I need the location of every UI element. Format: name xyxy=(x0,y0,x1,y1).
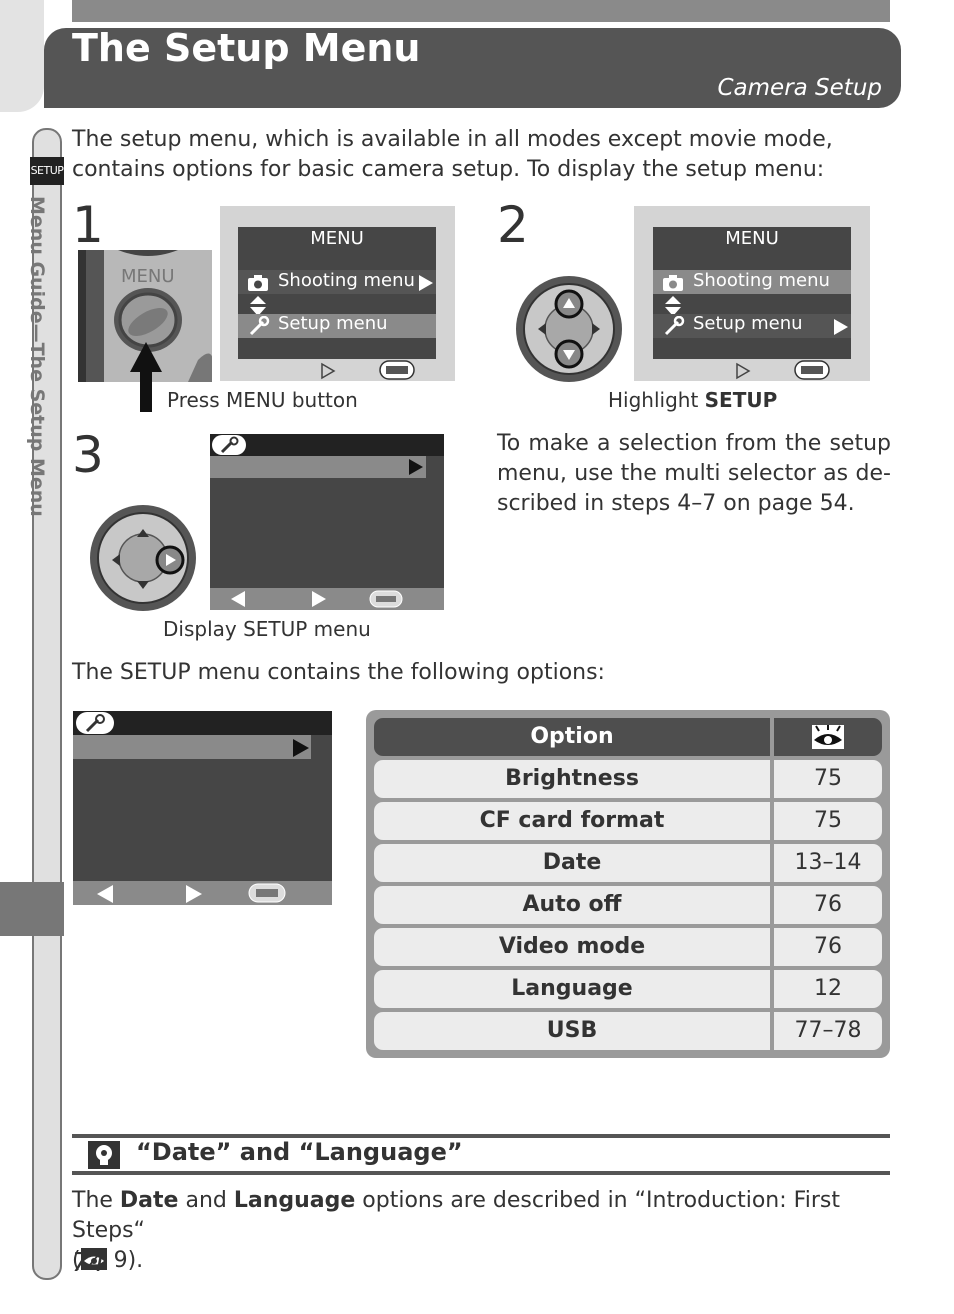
eye-reference-icon xyxy=(812,725,844,749)
header-top-bar xyxy=(72,0,890,22)
option-name: USB xyxy=(374,1012,770,1050)
header-corner-tab xyxy=(0,0,44,112)
sidebar-section-label: Menu Guide—The Setup Menu xyxy=(26,196,48,517)
arrow-right-icon xyxy=(311,590,327,608)
up-down-arrows-icon xyxy=(249,295,267,317)
option-name: Video mode xyxy=(374,928,770,966)
header-banner xyxy=(44,28,901,108)
step-3-screen-title-bar xyxy=(210,434,444,456)
setup-screen-footer xyxy=(73,881,332,905)
menu-button-icon xyxy=(379,360,415,380)
camera-icon xyxy=(247,274,269,292)
step-2-shooting-menu-item: Shooting menu xyxy=(693,270,830,291)
wrench-icon xyxy=(248,315,270,336)
option-name: Auto off xyxy=(374,886,770,924)
step-2-menu-title: MENU xyxy=(725,228,779,249)
arrow-right-icon xyxy=(408,458,424,476)
page-number: 74 xyxy=(72,1248,106,1278)
multi-selector-right-icon xyxy=(88,504,198,612)
step-2-shooting-row-highlight xyxy=(653,270,851,294)
option-name: Date xyxy=(374,844,770,882)
step-1-number: 1 xyxy=(72,196,104,254)
table-row: Date 13–14 xyxy=(374,844,882,882)
step-1-shooting-menu-item: Shooting menu xyxy=(278,270,415,291)
step-1-setup-menu-item: Setup menu xyxy=(278,313,388,334)
option-page: 75 xyxy=(774,802,882,840)
step-1-menu-button-label: MENU xyxy=(121,266,175,287)
step-2-setup-row-bg xyxy=(653,314,851,338)
step-1-row-bg xyxy=(238,270,436,294)
intro-paragraph: The setup menu, which is available in al… xyxy=(72,127,833,182)
page-column-header xyxy=(774,718,882,756)
table-row: Video mode 76 xyxy=(374,928,882,966)
wrench-tab-icon xyxy=(212,435,246,455)
step-3-number: 3 xyxy=(72,426,104,484)
arrow-right-icon xyxy=(292,738,310,758)
sidebar-tab-marker xyxy=(0,882,64,936)
note-title: “Date” and “Language” xyxy=(136,1138,463,1166)
step-2-caption: Highlight SETUP xyxy=(608,388,778,412)
option-page: 75 xyxy=(774,760,882,798)
option-name: Language xyxy=(374,970,770,1008)
play-outline-icon xyxy=(735,362,751,380)
menu-button-icon xyxy=(369,590,403,608)
step-1-setup-row-highlight xyxy=(238,314,436,338)
step-1-menu-title: MENU xyxy=(310,228,364,249)
option-page: 13–14 xyxy=(774,844,882,882)
option-page: 76 xyxy=(774,928,882,966)
eye-reference-icon xyxy=(80,1248,107,1270)
table-row: USB 77–78 xyxy=(374,1012,882,1050)
step-2-setup-menu-item: Setup menu xyxy=(693,313,803,334)
options-table-header: Option xyxy=(374,718,882,756)
note-top-rule xyxy=(72,1134,890,1138)
sidebar-rail xyxy=(32,128,62,1280)
option-name: Brightness xyxy=(374,760,770,798)
arrow-right-icon xyxy=(418,274,434,292)
page-title: The Setup Menu xyxy=(72,26,421,70)
note-bottom-rule xyxy=(72,1171,890,1175)
note-body: The Date and Language options are descri… xyxy=(72,1188,840,1273)
arrow-left-icon xyxy=(96,884,114,904)
table-row: Auto off 76 xyxy=(374,886,882,924)
option-page: 77–78 xyxy=(774,1012,882,1050)
setup-screen-title-bar xyxy=(73,711,332,735)
menu-button-icon xyxy=(248,883,286,903)
camera-icon xyxy=(662,274,684,292)
tip-bulb-icon xyxy=(88,1141,120,1169)
step-1-caption: Press MENU button xyxy=(167,388,358,412)
multi-selector-up-down-icon xyxy=(514,274,624,384)
wrench-icon xyxy=(663,315,685,336)
step-3-highlight-row xyxy=(210,456,426,478)
play-outline-icon xyxy=(320,362,336,380)
menu-button-icon xyxy=(794,360,830,380)
table-row: Language 12 xyxy=(374,970,882,1008)
setup-screen-highlight-row xyxy=(73,735,311,759)
option-page: 76 xyxy=(774,886,882,924)
section-subtitle: Camera Setup xyxy=(717,75,882,101)
arrow-left-icon xyxy=(230,590,246,608)
up-down-arrows-icon xyxy=(664,295,682,317)
options-table: Option Brightness 75 CF card format 75 D… xyxy=(366,710,890,1058)
sidebar-setup-badge: SETUP xyxy=(30,157,64,185)
step-3-caption: Display SETUP menu xyxy=(163,617,371,641)
arrow-right-icon xyxy=(833,318,849,336)
selection-instructions: To make a selection from the setup menu,… xyxy=(497,431,891,516)
options-intro: The SETUP menu contains the following op… xyxy=(72,660,605,685)
option-name: CF card format xyxy=(374,802,770,840)
step-2-number: 2 xyxy=(497,196,529,254)
option-column-header: Option xyxy=(374,718,770,756)
wrench-tab-icon xyxy=(76,712,114,734)
arrow-right-icon xyxy=(185,884,203,904)
table-row: Brightness 75 xyxy=(374,760,882,798)
step-1-camera-photo xyxy=(78,250,214,382)
step-1-arrow-up-icon xyxy=(130,342,162,412)
table-row: CF card format 75 xyxy=(374,802,882,840)
option-page: 12 xyxy=(774,970,882,1008)
